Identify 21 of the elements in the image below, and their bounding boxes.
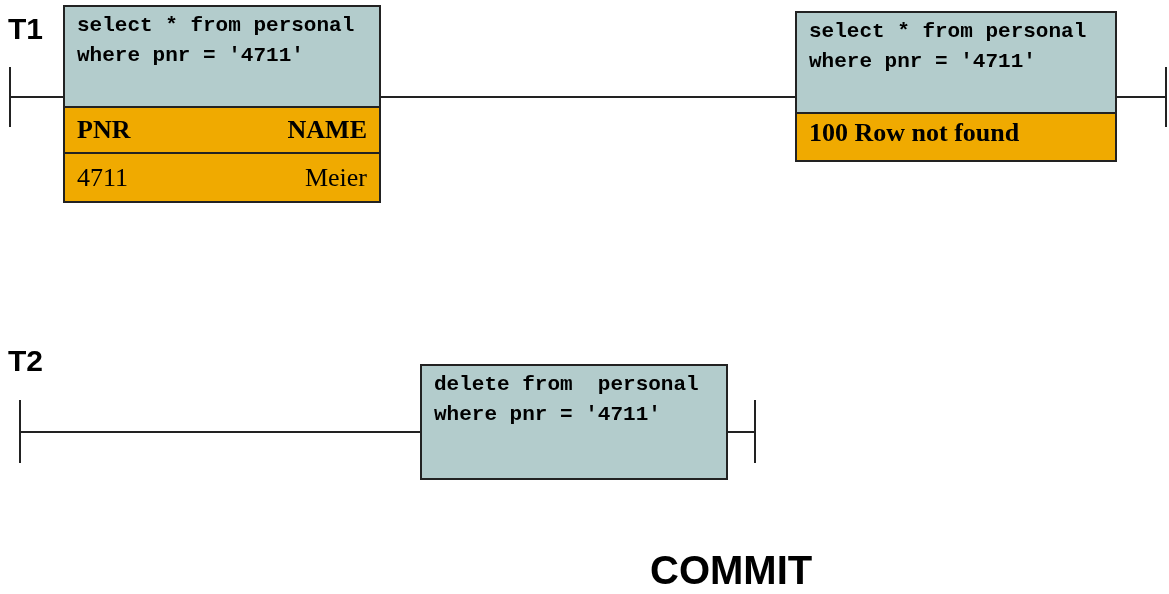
- query-box: select * from personal where pnr = '4711': [63, 5, 381, 108]
- timeline-line: [1116, 96, 1166, 98]
- transaction-label: T1: [8, 12, 43, 46]
- column-header: PNR: [77, 115, 131, 145]
- timeline-tick: [754, 400, 756, 463]
- timeline-tick: [19, 400, 21, 463]
- timeline-line: [20, 431, 421, 433]
- column-header: NAME: [287, 115, 367, 145]
- table-value: Meier: [304, 162, 367, 193]
- commit-label: COMMIT: [650, 548, 813, 593]
- transaction-label: T2: [8, 344, 43, 378]
- query-box: delete from personal where pnr = '4711': [420, 364, 728, 480]
- result-box: 100 Row not found: [795, 112, 1117, 162]
- timeline-line: [380, 96, 796, 98]
- timeline-line: [727, 431, 755, 433]
- query-box: select * from personal where pnr = '4711': [795, 11, 1117, 114]
- result-table: [63, 106, 381, 203]
- timeline-line: [10, 96, 64, 98]
- timeline-tick: [9, 67, 11, 127]
- timeline-tick: [1165, 67, 1167, 127]
- table-value: 4711: [77, 162, 129, 193]
